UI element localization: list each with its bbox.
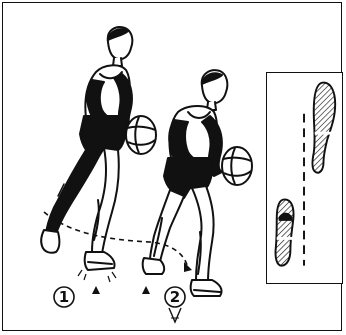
basketball-icon	[126, 116, 156, 154]
svg-text:1: 1	[59, 288, 69, 306]
trajectory-arrowhead	[184, 262, 192, 272]
step-two-label: 2	[165, 287, 185, 322]
basketball-icon	[222, 147, 252, 185]
impact-lines	[78, 270, 116, 282]
ground-marker-one	[92, 286, 100, 294]
footprint-left-icon	[276, 199, 294, 265]
step-one-label: 1	[54, 287, 74, 307]
footprint-right-icon	[312, 83, 335, 173]
footprint-panel	[266, 72, 343, 284]
svg-text:2: 2	[170, 288, 180, 306]
ground-marker-two	[142, 286, 150, 294]
player-step-two-figure	[143, 70, 228, 296]
